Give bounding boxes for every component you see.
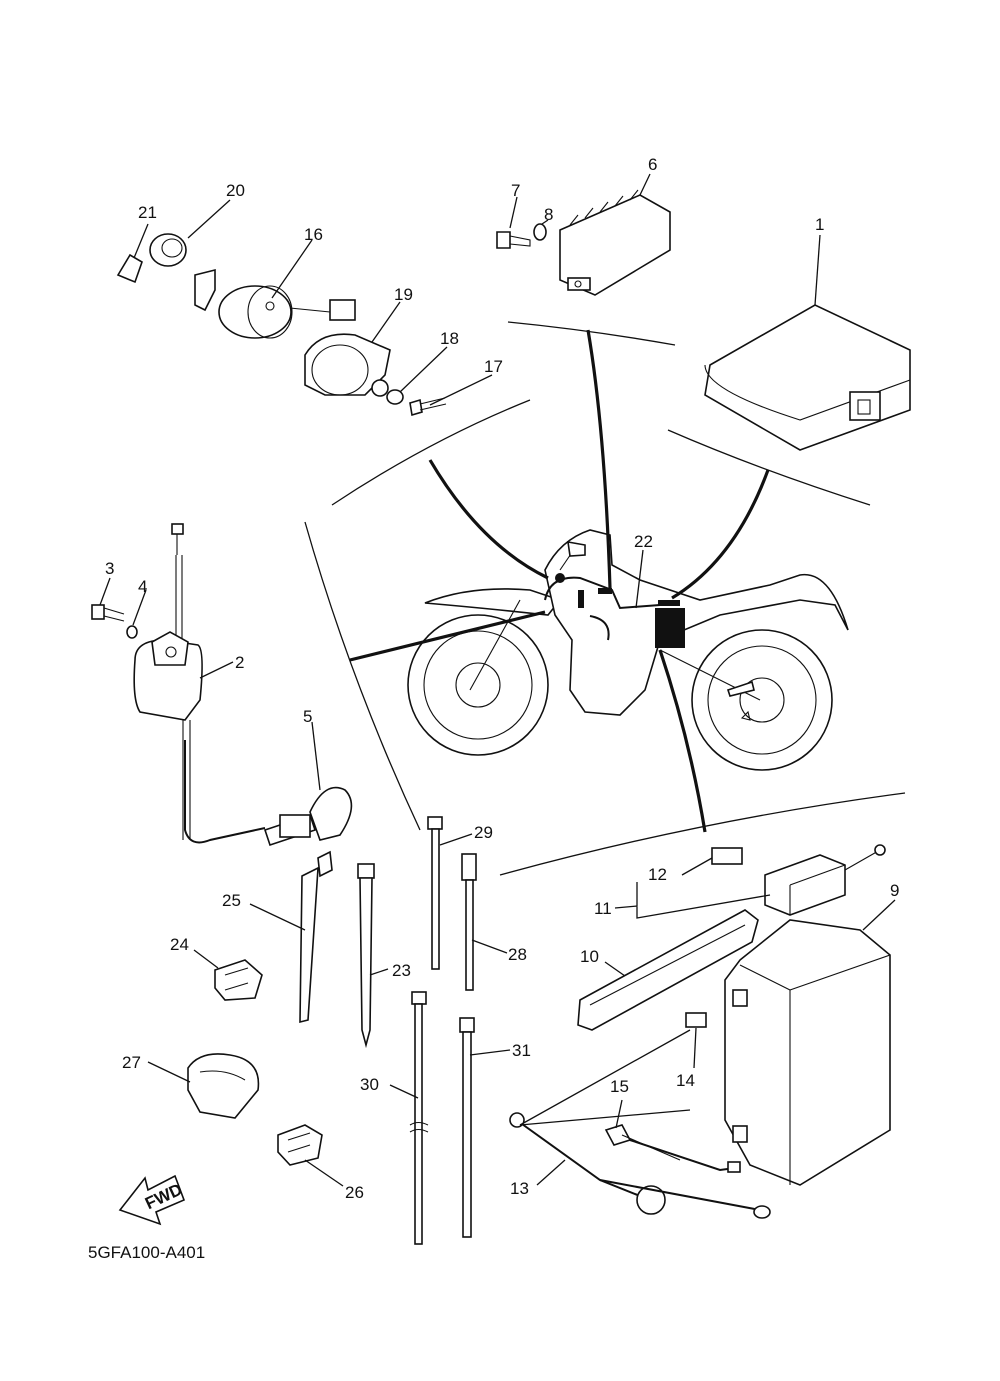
fwd-arrow-icon: FWD <box>118 1174 185 1226</box>
callout-8: 8 <box>544 205 553 224</box>
switch-cover <box>304 333 391 397</box>
bolt-7 <box>496 231 531 249</box>
battery-9 <box>724 919 891 1186</box>
key-cap-21 <box>116 253 143 284</box>
callout-29: 29 <box>474 823 493 842</box>
callout-leaders <box>99 173 896 1187</box>
battery-cable-13 <box>509 1112 771 1219</box>
callout-21: 21 <box>138 203 157 222</box>
callout-3: 3 <box>105 559 114 578</box>
callout-1: 1 <box>815 215 824 234</box>
callout-24: 24 <box>170 935 189 954</box>
callout-30: 30 <box>360 1075 379 1094</box>
part-code-label: 5GFA100-A401 <box>88 1243 205 1262</box>
clamp-27 <box>187 1053 260 1119</box>
washer-8 <box>533 223 547 241</box>
callout-28: 28 <box>508 945 527 964</box>
rectifier-regulator <box>559 189 671 296</box>
callout-20: 20 <box>226 181 245 200</box>
washer-4 <box>126 625 138 639</box>
battery-band-10 <box>577 909 759 1031</box>
starter-relay-15 <box>604 1124 681 1161</box>
cable-tie-28 <box>461 853 477 991</box>
fuse-11 <box>764 844 886 916</box>
callout-15: 15 <box>610 1077 629 1096</box>
cable-tie-31 <box>459 1017 475 1238</box>
washer-18 <box>386 389 404 405</box>
cdi-unit <box>704 304 911 451</box>
callout-14: 14 <box>676 1071 695 1090</box>
callout-26: 26 <box>345 1183 364 1202</box>
callout-27: 27 <box>122 1053 141 1072</box>
callout-11: 11 <box>594 899 612 918</box>
callout-23: 23 <box>392 961 411 980</box>
callout-labels: 1 2 3 4 5 6 7 8 9 10 11 12 13 14 15 16 1… <box>105 155 899 1202</box>
callout-12: 12 <box>648 865 667 884</box>
callout-18: 18 <box>440 329 459 348</box>
clamp-26 <box>277 1124 323 1166</box>
cable-tie-29 <box>427 816 443 970</box>
callout-6: 6 <box>648 155 657 174</box>
callout-13: 13 <box>510 1179 529 1198</box>
callout-17: 17 <box>484 357 503 376</box>
motorcycle-illustration <box>407 529 849 771</box>
callout-19: 19 <box>394 285 413 304</box>
cable-tie-23 <box>357 863 375 1049</box>
ignition-coil <box>133 523 266 844</box>
locator-leaders <box>349 329 770 833</box>
callout-31: 31 <box>512 1041 531 1060</box>
callout-16: 16 <box>304 225 323 244</box>
callout-2: 2 <box>235 653 244 672</box>
grommet-20 <box>149 233 187 267</box>
callout-5: 5 <box>303 707 312 726</box>
panel-boundary-lines <box>304 321 906 876</box>
callout-4: 4 <box>138 577 147 596</box>
cable-tie-25 <box>299 850 333 1024</box>
callout-22: 22 <box>634 532 653 551</box>
screw-3 <box>91 604 125 622</box>
fuse-12 <box>711 847 743 865</box>
callout-7: 7 <box>511 181 520 200</box>
screw-17 <box>409 397 447 417</box>
main-switch <box>194 268 356 339</box>
callout-10: 10 <box>580 947 599 966</box>
clamp-24 <box>214 959 263 1001</box>
cable-tie-30 <box>409 991 429 1245</box>
fuse-holder-14 <box>685 1012 707 1028</box>
callout-25: 25 <box>222 891 241 910</box>
spark-plug-cap <box>263 786 353 847</box>
callout-9: 9 <box>890 881 899 900</box>
